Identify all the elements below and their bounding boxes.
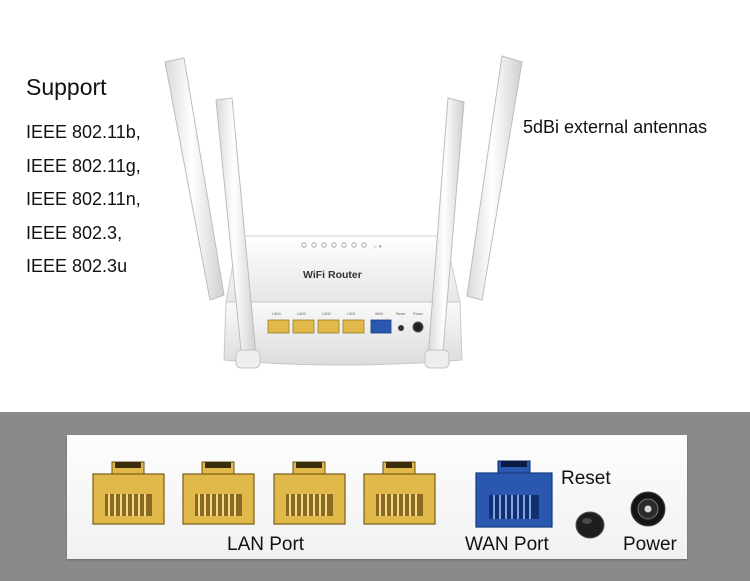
svg-text:☼ ▾: ☼ ▾ [373, 244, 382, 250]
lan-port-label: LAN Port [227, 534, 305, 555]
antenna-note: 5dBi external antennas [523, 117, 708, 137]
antenna-back-right [466, 55, 523, 301]
router-port-label: WAN [375, 312, 384, 316]
antenna-back-left [164, 57, 225, 301]
power-jack-icon [630, 491, 666, 527]
router-lan-ports [267, 319, 365, 334]
router-illustration: ☼ ▾ WiFi Router LAN4 LAN3 LAN2 LAN1 WAN … [164, 55, 523, 369]
antenna-front-right [424, 97, 465, 369]
lan-port-icon [273, 461, 346, 525]
standard-item: IEEE 802.3, [26, 222, 123, 243]
support-title: Support [26, 74, 107, 100]
reset-button-icon [575, 511, 605, 539]
router-reset-hole [398, 325, 404, 331]
standards-list: IEEE 802.11b, IEEE 802.11g, IEEE 802.11n… [26, 116, 141, 284]
standard-item: IEEE 802.11b, [26, 122, 141, 142]
wan-port-label: WAN Port [465, 534, 549, 555]
reset-label: Reset [561, 468, 611, 489]
router-brand-label: WiFi Router [303, 269, 362, 281]
router-power-jack [412, 321, 424, 333]
wan-port-icon [475, 460, 553, 528]
power-label: Power [623, 534, 677, 555]
standard-item: IEEE 802.11g, [26, 155, 141, 176]
standard-item: IEEE 802.11n, [26, 189, 141, 209]
router-port-label: Power [413, 312, 424, 316]
router-port-label: LAN4 [272, 312, 281, 316]
router-port-label: Reset [396, 312, 405, 316]
router-wan-port [370, 319, 392, 334]
router-body: ☼ ▾ WiFi Router [223, 235, 463, 366]
router-port-label: LAN2 [322, 312, 331, 316]
standard-item: IEEE 802.3u [26, 256, 128, 276]
router-port-label: LAN3 [297, 312, 306, 316]
lan-port-icon [363, 461, 436, 525]
lan-port-icon [182, 461, 255, 525]
antenna-front-left [215, 97, 261, 369]
lan-port-icon [92, 461, 165, 525]
router-port-label: LAN1 [347, 312, 356, 316]
